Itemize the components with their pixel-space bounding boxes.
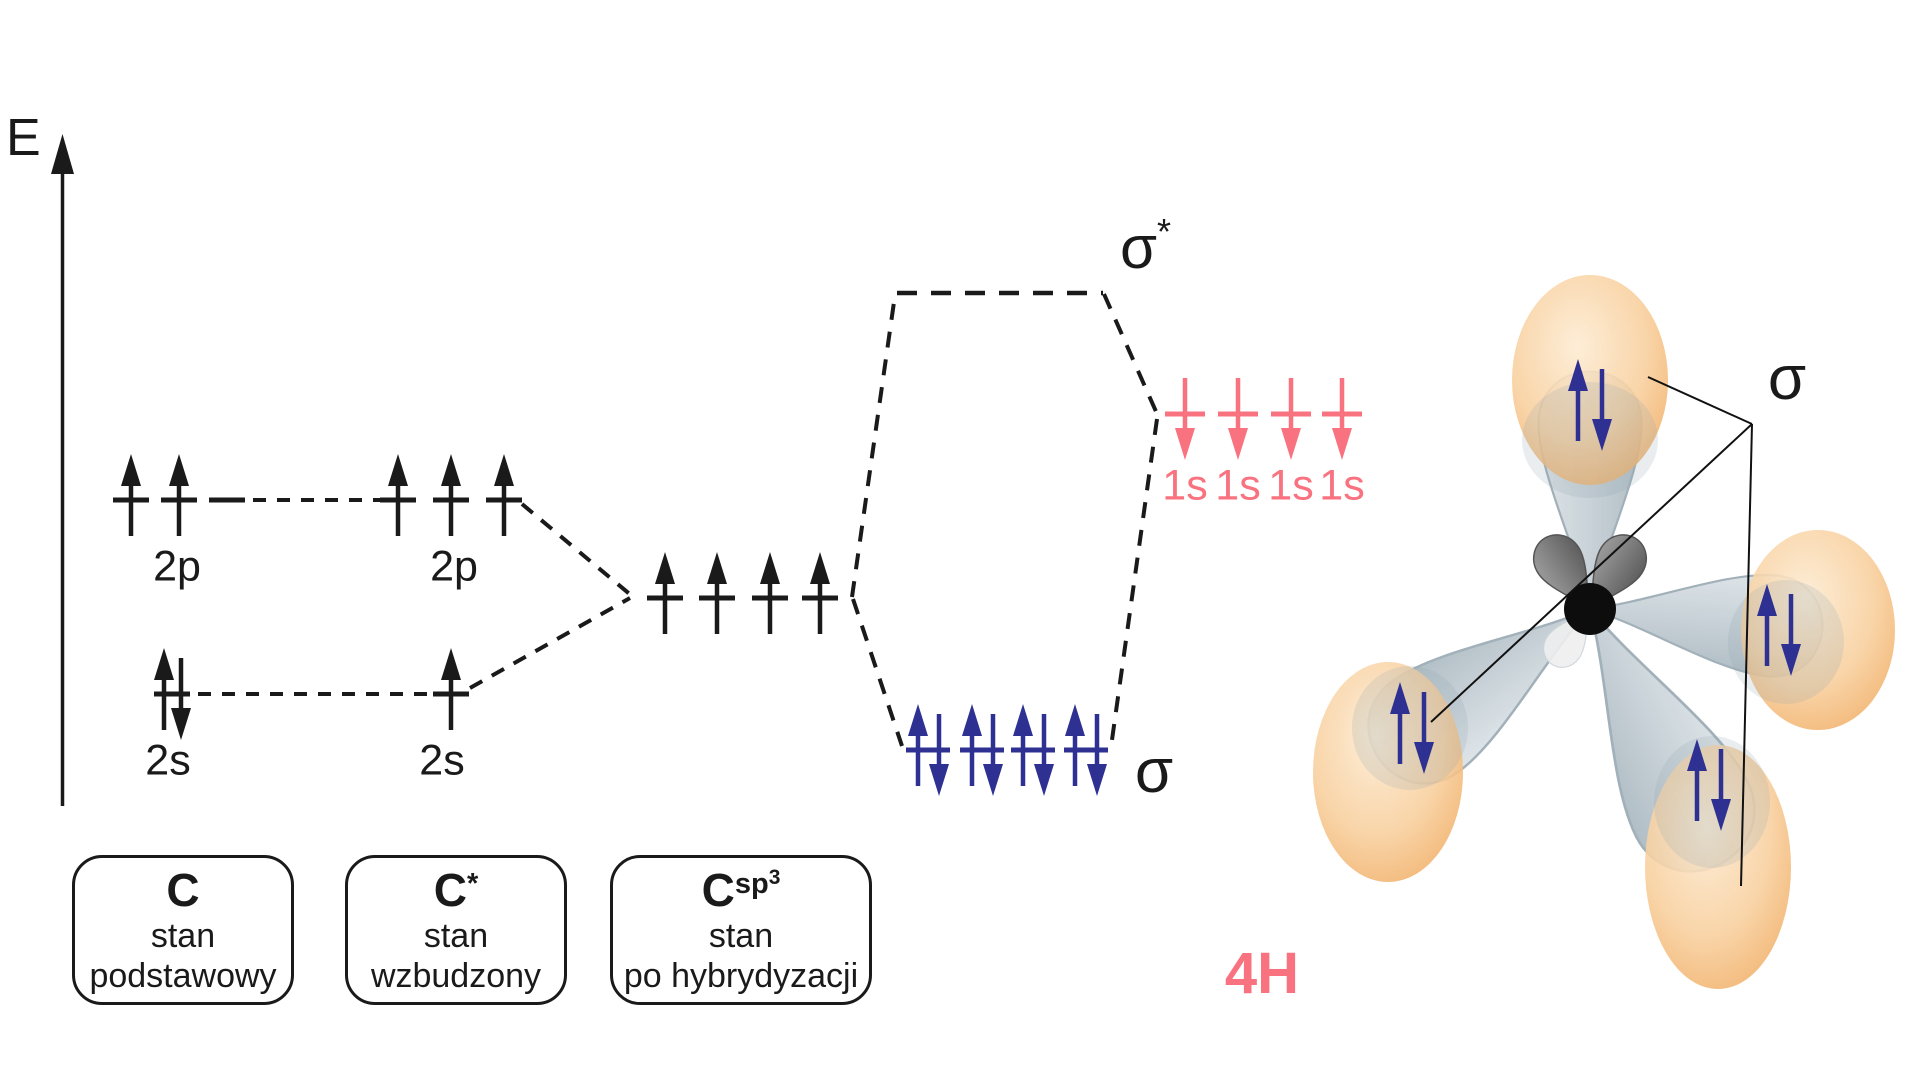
2p-to-sp3-line xyxy=(520,502,634,598)
overlap-shade xyxy=(1352,666,1468,790)
state-line2: wzbudzony xyxy=(370,957,542,996)
sigma-star-to-1s-line xyxy=(1102,293,1160,417)
ground-2s-label: 2s xyxy=(145,736,191,785)
state-box-excited: C* stan wzbudzony xyxy=(345,855,567,1005)
electron-up-arrow-icon xyxy=(962,704,982,786)
electron-up-arrow-icon xyxy=(441,648,461,730)
sp3-to-sigma-star-line xyxy=(850,294,897,598)
carbon-nucleus-dot xyxy=(1564,583,1616,635)
sigma-bonding-label: σ xyxy=(1134,737,1174,806)
hydrogen-sphere-top xyxy=(1512,275,1668,485)
electron-down-arrow-icon xyxy=(983,714,1003,796)
hydrogen-1s-levels xyxy=(1165,378,1362,460)
electron-down-arrow-icon xyxy=(1175,378,1195,460)
h-1s-label: 1s xyxy=(1162,461,1208,510)
state-symbol: C xyxy=(166,863,200,916)
correlation-lines xyxy=(198,290,1160,748)
h-1s-label: 1s xyxy=(1319,461,1365,510)
state-symbol: C* xyxy=(433,863,479,916)
sigma-pointer-line xyxy=(1647,376,1753,425)
electron-up-arrow-icon xyxy=(121,454,141,536)
hydrogen-sphere-right xyxy=(1741,530,1895,730)
1s-to-sigma-line xyxy=(1109,418,1159,748)
state-symbol: Csp3 xyxy=(701,863,781,916)
electron-up-arrow-icon xyxy=(154,648,174,730)
state-line1: stan xyxy=(708,916,774,955)
hydrogen-sphere-lower-middle xyxy=(1645,745,1791,989)
electron-up-arrow-icon xyxy=(1013,704,1033,786)
state-line2: po hybrydyzacji xyxy=(623,957,859,996)
electron-up-arrow-icon xyxy=(908,704,928,786)
sigma-pointer-line xyxy=(1430,423,1753,723)
electron-up-arrow-icon xyxy=(388,454,408,536)
electron-up-arrow-icon xyxy=(169,454,189,536)
overlap-shade xyxy=(1522,382,1658,498)
excited-2p-label: 2p xyxy=(430,542,478,591)
electron-up-arrow-icon xyxy=(760,552,780,634)
excited-state-levels xyxy=(380,454,522,730)
electron-down-arrow-icon xyxy=(1034,714,1054,796)
electron-down-arrow-icon xyxy=(1332,378,1352,460)
electron-up-arrow-icon xyxy=(655,552,675,634)
state-line1: stan xyxy=(423,916,489,955)
overlap-shade xyxy=(1728,580,1844,704)
ground-state-levels xyxy=(113,454,245,740)
methane-orbital-model xyxy=(1313,275,1895,989)
electron-up-arrow-icon xyxy=(810,552,830,634)
electron-up-arrow-icon xyxy=(1065,704,1085,786)
state-line2: podstawowy xyxy=(89,957,277,996)
hydrogen-count-label: 4H xyxy=(1224,941,1300,1006)
h-1s-label: 1s xyxy=(1268,461,1314,510)
state-box-hybridized: Csp3 stan po hybrydyzacji xyxy=(610,855,872,1005)
electron-down-arrow-icon xyxy=(1228,378,1248,460)
sp3-to-sigma-line xyxy=(851,598,904,747)
electron-up-arrow-icon xyxy=(441,454,461,536)
sigma-bonding-levels xyxy=(906,704,1108,796)
2s-to-sp3-line xyxy=(469,596,631,690)
sigma-antibonding-label: σ* xyxy=(1120,211,1172,281)
electron-down-arrow-icon xyxy=(929,714,949,796)
energy-axis-arrowhead-icon xyxy=(51,134,74,174)
molecule-sigma-label: σ xyxy=(1767,344,1807,413)
state-box-ground: C stan podstawowy xyxy=(72,855,294,1005)
electron-down-arrow-icon xyxy=(1281,378,1301,460)
sigma-pointer-line xyxy=(1740,423,1753,887)
h-1s-label: 1s xyxy=(1215,461,1261,510)
excited-2s-label: 2s xyxy=(419,736,465,785)
electron-up-arrow-icon xyxy=(494,454,514,536)
electron-down-arrow-icon xyxy=(1087,714,1107,796)
electron-down-arrow-icon xyxy=(171,658,191,740)
energy-axis xyxy=(51,134,74,806)
ground-2p-label: 2p xyxy=(153,542,201,591)
electron-up-arrow-icon xyxy=(707,552,727,634)
energy-axis-label: E xyxy=(6,109,41,167)
state-line1: stan xyxy=(150,916,216,955)
sp3-hybrid-levels xyxy=(647,552,838,634)
